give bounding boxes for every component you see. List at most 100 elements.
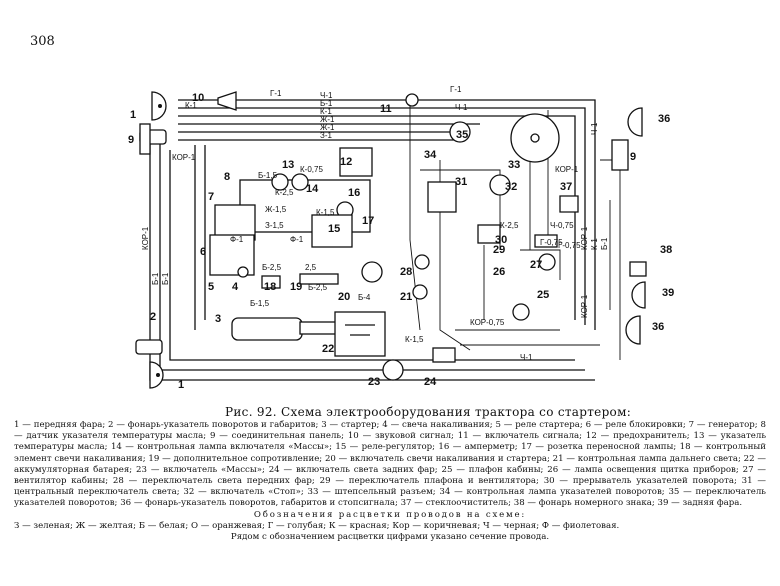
- wire-label: К-0,75: [300, 165, 323, 174]
- part-number: 16: [348, 187, 360, 199]
- part-number: 5: [208, 281, 214, 293]
- turn-flasher: [477, 224, 501, 244]
- part-number: 25: [537, 289, 549, 301]
- wire-label: К-1,5: [316, 208, 335, 217]
- part-number: 17: [362, 215, 374, 227]
- headlight-switch: [414, 254, 430, 270]
- part-number: 39: [662, 287, 674, 299]
- wire-label: Ж-1: [320, 123, 335, 132]
- wire-label: КОР-1: [555, 165, 579, 174]
- wire-label: Б-2,5: [308, 283, 328, 292]
- part-number: 35: [456, 129, 468, 141]
- high-beam-lamp: [412, 284, 428, 300]
- part-number: 12: [340, 156, 352, 168]
- wire-label: Ч-1: [455, 103, 468, 112]
- wire-label: Ч-1: [590, 122, 599, 135]
- part-number: 6: [200, 246, 206, 258]
- horn: [217, 91, 237, 111]
- connection-panel-left: [139, 123, 151, 155]
- wire-label: Ж-1: [320, 115, 335, 124]
- part-number: 33: [508, 159, 520, 171]
- part-number: 3: [215, 313, 221, 325]
- wire-label: КОР-1: [172, 153, 196, 162]
- rear-light-switch: [432, 347, 456, 363]
- wire-label: Б-1,5: [250, 299, 270, 308]
- figure-caption: Рис. 92. Схема электрооборудования тракт…: [225, 405, 632, 419]
- part-number: 20: [338, 291, 350, 303]
- cab-fan: [538, 253, 556, 271]
- wire-label: Б-2,5: [262, 263, 282, 272]
- rear-indicator-top: [627, 107, 643, 137]
- wire-label: З-1: [320, 131, 332, 140]
- part-number: 23: [368, 376, 380, 388]
- instrument-panel: [214, 147, 373, 248]
- figure-legend: 1 — передняя фара; 2 — фонарь-указатель …: [14, 420, 766, 543]
- part-number: 31: [455, 176, 467, 188]
- stop-switch: [489, 174, 511, 196]
- wire-label: КОР-1: [580, 294, 589, 318]
- part-number: 14: [306, 183, 319, 195]
- wire-harness: [149, 95, 621, 381]
- part-number: 27: [530, 259, 542, 271]
- part-number: 18: [264, 281, 276, 293]
- part-number: 22: [322, 343, 334, 355]
- wire-label: Ч-1: [320, 91, 333, 100]
- part-number: 9: [630, 151, 636, 163]
- front-headlight-top: [151, 91, 167, 121]
- page-number: 308: [30, 34, 55, 49]
- part-number: 10: [192, 92, 204, 104]
- wire-label: КОР-1: [141, 226, 150, 250]
- legend-note: Рядом с обозначением расцветки цифрами у…: [230, 532, 550, 543]
- wiring-diagram: Г-1 Ч-1 Б-1 К-1 Ж-1 Ж-1 З-1 Ч-1 Г-1 К-1 …: [128, 85, 674, 391]
- wire-label: З-1,5: [265, 221, 284, 230]
- part-number: 4: [232, 281, 239, 293]
- fan-switch: [534, 234, 558, 248]
- wire-label: Ч-0,75: [550, 221, 574, 230]
- wire-label: Ф-1: [230, 235, 244, 244]
- part-number: 11: [380, 103, 392, 115]
- horn-switch: [405, 93, 419, 107]
- battery: [334, 311, 386, 357]
- wire-label: 2,5: [305, 263, 317, 272]
- license-plate-lamp: [629, 261, 647, 277]
- wire-label: Б-4: [358, 293, 371, 302]
- wire-label: Ч-1: [520, 353, 533, 362]
- part-number: 7: [208, 191, 214, 203]
- part-number: 34: [424, 149, 437, 161]
- part-number: 36: [658, 113, 670, 125]
- part-number: 2: [150, 311, 156, 323]
- part-number: 9: [128, 134, 134, 146]
- wire-label: Б-1,5: [258, 171, 278, 180]
- generator: [209, 234, 255, 278]
- wire-label: К-2,5: [275, 188, 294, 197]
- part-number: 26: [493, 266, 505, 278]
- wire-label: К-1,5: [405, 335, 424, 344]
- wire-label: Б-1: [600, 237, 609, 250]
- wire-label: Б-1: [320, 99, 333, 108]
- wire-label: Г-1: [270, 89, 282, 98]
- wire-colors: З — зеленая; Ж — желтая; Б — белая; О — …: [14, 520, 620, 531]
- wire-label: Г-1: [450, 85, 462, 94]
- turn-signal-switch: [449, 121, 471, 143]
- wire-label: К-2,5: [500, 221, 519, 230]
- part-number: 32: [505, 181, 517, 193]
- wire-label: Б-1: [151, 272, 160, 285]
- part-number: 21: [400, 291, 412, 303]
- wire-label: Г-0,75: [558, 241, 581, 250]
- part-number: 8: [224, 171, 230, 183]
- part-number: 37: [560, 181, 572, 193]
- part-number: 24: [424, 376, 437, 388]
- part-number: 13: [282, 159, 294, 171]
- cab-lamp: [512, 303, 530, 321]
- wire-label: КОР-1: [580, 226, 589, 250]
- wire-label: К-1: [185, 101, 197, 110]
- part-number: 38: [660, 244, 672, 256]
- connector-plug: [510, 113, 560, 163]
- part-number: 1: [130, 109, 136, 121]
- wire-label: Ф-1: [290, 235, 304, 244]
- wire-labels: Г-1 Ч-1 Б-1 К-1 Ж-1 Ж-1 З-1 Ч-1 Г-1 К-1 …: [141, 85, 609, 362]
- wire-label: Г-0,75: [540, 238, 563, 247]
- wire-colors-heading: Обозначения расцветки проводов на схеме:: [253, 509, 527, 520]
- part-numbers: 1 1 2 3 4 5 6 7 8 9 9 10 11 12 13 14 15 …: [128, 92, 674, 391]
- part-number: 30: [495, 234, 507, 246]
